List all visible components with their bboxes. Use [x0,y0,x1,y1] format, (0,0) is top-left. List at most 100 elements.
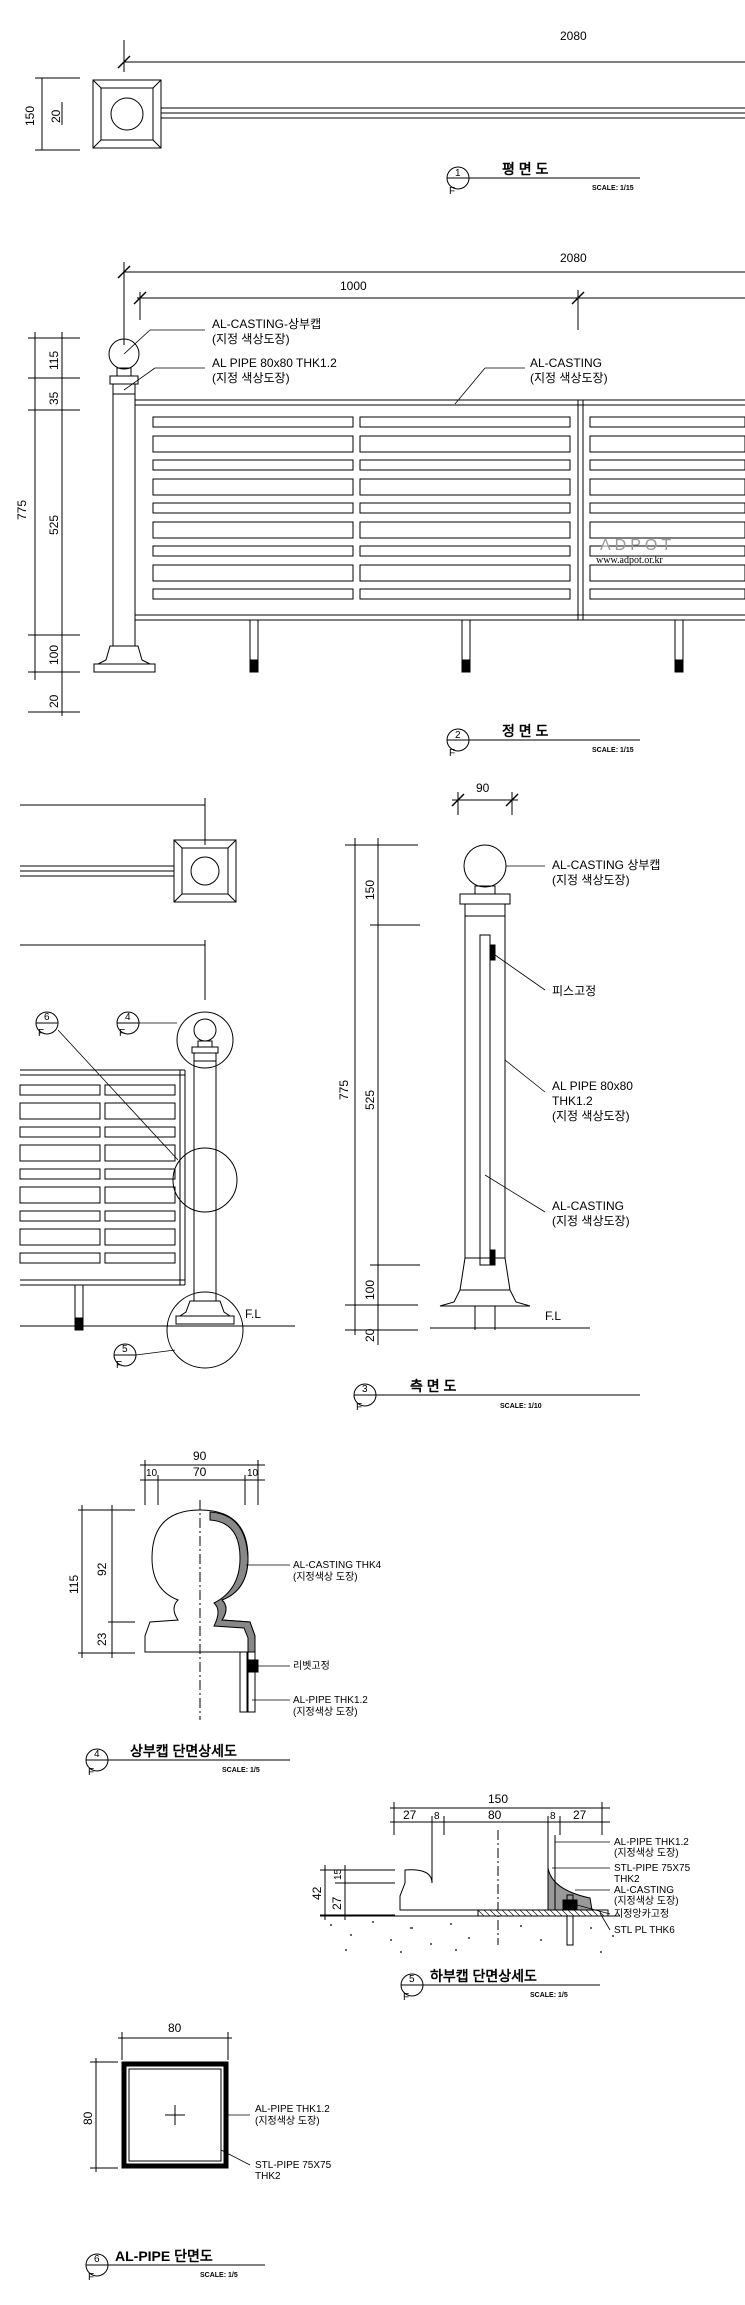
elev-dim-1000: 1000 [340,279,367,293]
plan-dim-20: 20 [49,109,63,123]
cap-dim-10b: 10 [247,1468,259,1479]
side-elevation: 90 775 150 525 100 20 AL-CASTING 상부캡 (지정… [337,781,660,1413]
base-title: 하부캡 단면상세도 [430,1968,537,1984]
base-label-cast-1: AL-CASTING [614,1885,674,1896]
side-scale: SCALE: 1/10 [500,1403,542,1410]
plan-title-block: 1 F 평 면 도 SCALE: 1/15 [446,161,640,197]
elev-post [93,338,156,673]
front-elevation: 2080 1000 775 115 35 525 100 20 [15,251,745,759]
elev-label-pipe-1: AL PIPE 80x80 THK1.2 [212,356,337,370]
elev-dim-35: 35 [47,391,61,405]
base-label-plate: STL PL THK6 [614,1925,675,1936]
base-dim-27b: 27 [573,1808,587,1822]
base-title-block: 5 F 하부캡 단면상세도 SCALE: 1/5 [400,1968,600,2003]
pipe-scale: SCALE: 1/5 [200,2272,238,2279]
side-dim-90: 90 [476,781,490,795]
base-label-cast-2: (지정색상 도장) [614,1895,679,1907]
elev-dim-115: 115 [47,351,61,370]
pipe-section: 80 80 AL-PIPE THK1.2 (지정색상 도장) STL-PIPE … [81,2021,332,2283]
side-label-screw: 피스고정 [552,984,596,998]
cap-section: 90 10 70 10 115 92 23 AL-CASTING THK4 (지… [67,1449,382,1778]
base-label-stl-1: STL-PIPE 75X75 [614,1863,691,1874]
plan-view: 2080 150 20 1 F 평 면 도 SCALE: 1/15 [23,29,745,197]
elev-detail-ref: F [449,748,455,759]
side-title: 측 면 도 [410,1378,457,1394]
elev-label-cast-2: (지정 색상도장) [530,371,608,385]
base-dim-15: 15 [333,1868,344,1880]
elev-dim-20: 20 [47,694,61,708]
side-dim-525: 525 [363,1090,377,1110]
cap-label-pipe-1: AL-PIPE THK1.2 [293,1695,368,1706]
cap-label-cast-1: AL-CASTING THK4 [293,1560,382,1571]
base-section: 150 27 8 80 8 27 42 27 15 AL-PIPE THK1.2… [310,1792,691,2003]
side-label-cast-2: (지정 색상도장) [552,1214,630,1228]
base-dim-42: 42 [310,1886,324,1900]
elev-dim-525: 525 [47,515,61,535]
side-label-pipe-1: AL PIPE 80x80 [552,1079,633,1093]
pipe-title: AL-PIPE 단면도 [115,2248,213,2264]
elev-title: 정 면 도 [502,723,549,739]
partial-views: 6 F 4 F 5 F F.L [19,798,295,1371]
plan-detail-no: 1 [455,168,461,179]
pipe-dim-80b: 80 [81,2111,95,2125]
base-detail-ref: F [403,1992,409,2003]
side-detail-no: 3 [362,1384,368,1395]
plan-scale: SCALE: 1/15 [592,185,634,192]
cap-dim-10a: 10 [146,1468,158,1479]
base-label-pipe-2: (지정색상 도장) [614,1847,679,1859]
elev-label-cap-1: AL-CASTING-상부캡 [212,317,321,331]
partial-bubble-5: 5 [122,1344,128,1355]
pipe-dim-80a: 80 [168,2021,182,2035]
watermark-url: www.adpot.or.kr [596,555,664,566]
side-label-cast-1: AL-CASTING [552,1199,624,1213]
elev-dim-775: 775 [15,500,29,520]
side-dim-150: 150 [363,880,377,900]
plan-detail-ref: F [449,186,455,197]
side-label-cap-1: AL-CASTING 상부캡 [552,858,660,872]
base-label-pipe-1: AL-PIPE THK1.2 [614,1837,689,1848]
side-dim-20: 20 [363,1328,377,1342]
plan-title: 평 면 도 [502,161,549,177]
side-label-cap-2: (지정 색상도장) [552,873,630,887]
base-dim-27a: 27 [403,1808,417,1822]
elev-detail-no: 2 [455,730,461,741]
side-label-pipe-2: THK1.2 [552,1094,593,1108]
plan-post [92,79,162,149]
side-fl: F.L [545,1309,561,1323]
side-post [430,844,590,1330]
plan-dim-total: 2080 [560,29,587,43]
cap-dim-92: 92 [95,1562,109,1576]
elev-panels [135,399,745,673]
cap-detail-no: 4 [94,1749,100,1760]
pipe-label-stl-1: STL-PIPE 75X75 [255,2160,332,2171]
watermark-text: ADPOT [600,537,675,554]
base-scale: SCALE: 1/5 [530,1992,568,1999]
elev-dim-100: 100 [47,645,61,665]
base-detail-no: 5 [409,1974,415,1985]
partial-bubble-6: 6 [44,1012,50,1023]
pipe-detail-ref: F [88,2272,94,2283]
base-label-anchor: 지정앙카고정 [614,1908,669,1920]
cap-dim-90: 90 [193,1449,207,1463]
plan-dim-150: 150 [23,106,37,126]
base-dim-8b: 8 [550,1811,556,1822]
base-dim-8a: 8 [434,1811,440,1822]
cap-dim-70: 70 [193,1465,207,1479]
pipe-label-pipe-2: (지정색상 도장) [255,2115,320,2127]
cap-scale: SCALE: 1/5 [222,1767,260,1774]
partial-fl: F.L [245,1307,261,1321]
partial-bubble-5-ref: F [116,1360,122,1371]
cap-detail-ref: F [88,1767,94,1778]
base-dim-150: 150 [488,1792,508,1806]
cap-label-pipe-2: (지정색상 도장) [293,1706,358,1718]
side-dim-100: 100 [363,1280,377,1300]
cap-dim-115: 115 [67,1575,81,1594]
elev-label-cap-2: (지정 색상도장) [212,332,290,346]
base-dim-80: 80 [488,1808,502,1822]
elev-label-pipe-2: (지정 색상도장) [212,371,290,385]
cap-title: 상부캡 단면상세도 [130,1743,237,1759]
cap-label-cast-2: (지정색상 도장) [293,1571,358,1583]
side-detail-ref: F [356,1402,362,1413]
base-label-stl-2: THK2 [614,1874,640,1885]
